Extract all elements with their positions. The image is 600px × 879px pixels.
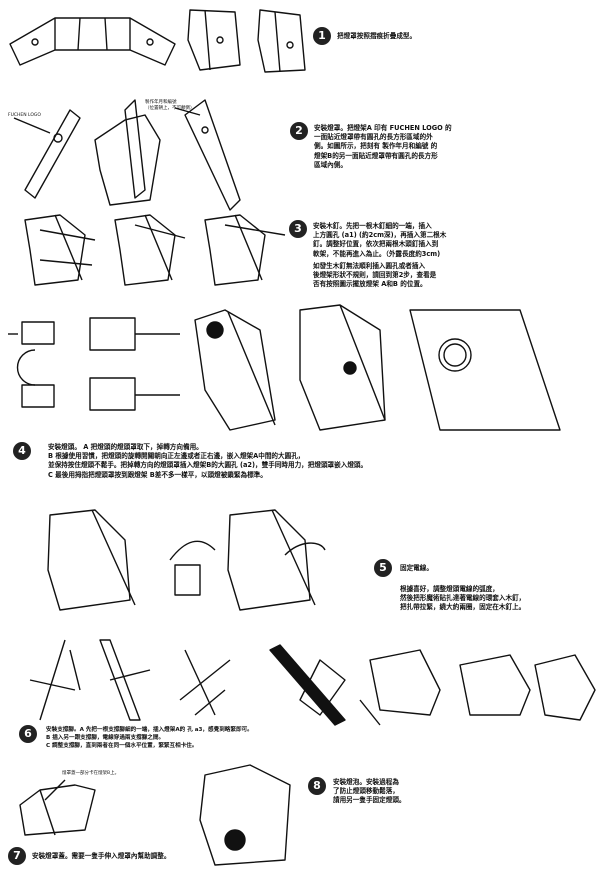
step-4-line: 安裝燈頭。 A 把燈頭的燈頭罩取下，掉轉方向備用。 — [48, 443, 203, 451]
step-2-text: 安裝燈罩。把燈架A 印有 FUCHEN LOGO 的 一面貼近燈罩帶有圓孔的長方… — [314, 124, 452, 170]
step-6-line: 安裝支撐腳。A 先把一根支撐腳細的一端，插入燈架A的 孔 a3，感覺到略緊即可。 — [46, 727, 253, 733]
step-2-line: 側。如圖所示，把刻有 製作年月和編號 的 — [314, 142, 438, 151]
step-3-note-line: 後燈架形狀不規則，請回到第2步，查看是 — [313, 271, 437, 280]
step-2-badge: 2 — [290, 122, 308, 140]
step-4-line: 並保持按住燈頭不鬆手。把掉轉方向的燈頭罩插入燈架B的大圓孔 (a2)，雙手同時用… — [48, 461, 368, 470]
step-2-line: 安裝燈罩。把燈架A 印有 FUCHEN LOGO 的 — [314, 124, 452, 132]
step-3-badge: 3 — [289, 220, 307, 238]
step-3-note-line: 否有按照圖示擺放燈架 A和B 的位置。 — [313, 280, 427, 289]
step-3-text: 安裝木釘。先把一根木釘細的一端，插入 上方圓孔 (a1) (約2cm深)，再插入… — [313, 222, 446, 259]
step-8-line: 請用另一隻手固定燈頭。 — [333, 796, 406, 805]
wire-fix-illustration — [47, 509, 326, 611]
step-2-line: 燈架B的另一面貼近燈罩帶有圓孔的長方形 — [314, 151, 438, 160]
stand-legs-illustration — [29, 639, 596, 726]
step-6-badge: 6 — [19, 725, 37, 743]
cover-note: 燈罩蓋一部分卡在燈架B上。 — [62, 771, 120, 776]
step-8-line: 安裝燈泡。安裝過程為 — [333, 778, 399, 786]
step-6-text: 安裝支撐腳。A 先把一根支撐腳細的一端，插入燈架A的 孔 a3，感覺到略緊即可。… — [46, 726, 253, 750]
step-3-note-line: 如發生木釘無法順利插入圓孔或者插入 — [313, 262, 426, 270]
logo-label: FUCHEN LOGO — [8, 113, 41, 118]
lamp-socket-illustration — [8, 317, 180, 411]
serial-note: （位置朝上，不可顛倒） — [145, 106, 195, 111]
step-3-note: 如發生木釘無法順利插入圓孔或者插入 後燈架形狀不規則，請回到第2步，查看是 否有… — [313, 262, 436, 290]
serial-label: 製作年月和編號 — [145, 100, 177, 105]
socket-mount-illustration — [194, 304, 561, 431]
step-8-text: 安裝燈泡。安裝過程為 了防止燈頭移動鬆落， 請用另一隻手固定燈頭。 — [333, 778, 406, 806]
step-5-line: 把扎帶拉緊，繞大約兩圈，固定在木釘上。 — [400, 603, 526, 612]
step-3-line: 上方圓孔 (a1) (約2cm深)，再插入第二根木 — [313, 231, 447, 240]
frame-logo-illustration — [13, 99, 241, 211]
flat-shade-illustration — [9, 17, 176, 66]
step-3-line: 釘。調整好位置，依次把兩根木頭釘插入到 — [313, 240, 439, 249]
step-5-title: 固定電線。 — [400, 564, 433, 572]
step-8-line: 了防止燈頭移動鬆落， — [333, 787, 399, 796]
step-5-badge: 5 — [374, 559, 392, 577]
step-4-badge: 4 — [13, 442, 31, 460]
step-7-text: 安裝燈罩蓋。需要一隻手伸入燈罩內幫助調整。 — [32, 852, 171, 860]
folding-shade-illustration — [187, 9, 306, 73]
step-6-line: B 插入另一跟支撐腳，電線穿過兩支撐腳之間。 — [46, 735, 165, 741]
step-1-badge: 1 — [313, 27, 331, 45]
step-4-text: 安裝燈頭。 A 把燈頭的燈頭罩取下，掉轉方向備用。 B 根據使用習慣，把燈頭的旋… — [48, 443, 367, 480]
step-7-badge: 7 — [8, 847, 26, 865]
shade-cover-illustration — [19, 764, 291, 866]
step-3-line: 安裝木釘。先把一根木釘細的一端，插入 — [313, 222, 432, 230]
step-8-badge: 8 — [308, 777, 326, 795]
dowel-insertion-illustration — [24, 214, 286, 286]
step-2-line: 區域內側。 — [314, 160, 347, 169]
step-3-line: 軟架，不能再進入為止。（外露長度約3cm) — [313, 249, 441, 258]
step-5-line: 然後把形魔術貼扎達著電線的環套入木釘， — [400, 594, 526, 603]
step-4-line: C 最後用拇指把燈頭罩按到跟燈架 B差不多一樣平，以頭燈被鎖緊為標準。 — [48, 470, 267, 479]
step-6-line: C 調整支撐腳，直到兩者在同一個水平位置，緊緊互相卡住。 — [46, 743, 198, 749]
step-4-line: B 根據使用習慣，把燈頭的旋轉開關朝向正左邊或者正右邊，嵌入燈架A中間的大圓孔， — [48, 452, 305, 461]
step-5-line: 根據喜好，調整燈頭電線的弧度， — [400, 585, 499, 593]
step-5-text: 根據喜好，調整燈頭電線的弧度， 然後把形魔術貼扎達著電線的環套入木釘， 把扎帶拉… — [400, 585, 525, 613]
step-1-text: 把燈罩按照摺痕折疊成型。 — [337, 32, 417, 40]
step-2-line: 一面貼近燈罩帶有圓孔的長方形區域的外 — [314, 133, 433, 142]
